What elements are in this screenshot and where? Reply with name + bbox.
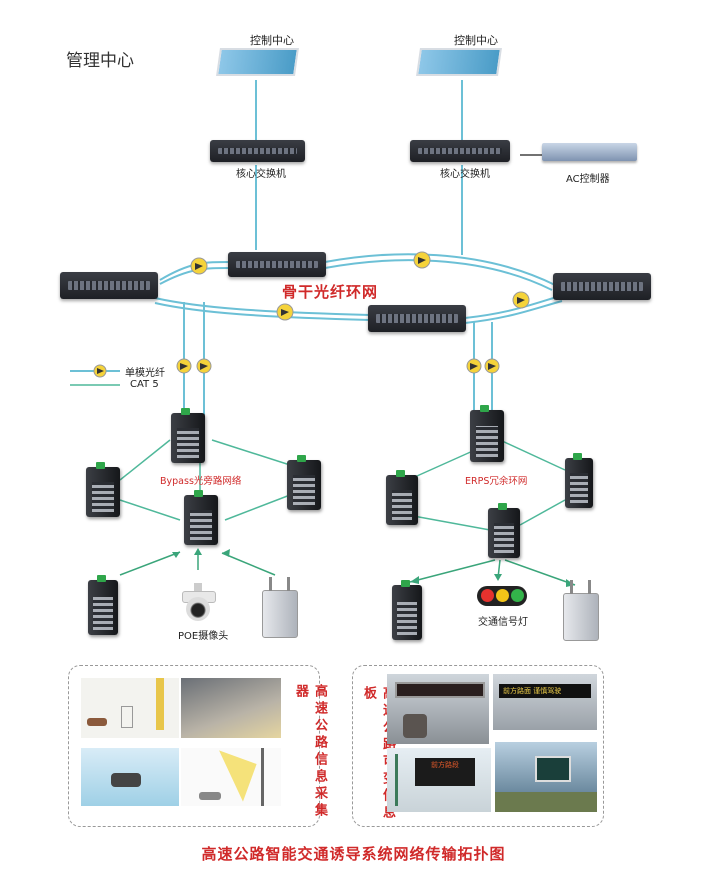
vms-photo-4: [495, 742, 597, 812]
ring-switch-bottom: [368, 305, 466, 332]
traffic-light-icon: [477, 586, 527, 606]
edge-switch: [392, 580, 422, 640]
control-center-label: 控制中心: [454, 34, 498, 47]
ring-switch-right: [553, 273, 651, 300]
core-switch-label: 核心交换机: [440, 169, 490, 180]
monitor-wall-icon: [216, 48, 299, 76]
legend-cat5-label: CAT 5: [130, 379, 159, 390]
industrial-switch: [86, 462, 120, 517]
wireless-ap-icon: [563, 580, 599, 641]
vms-sign-text: 前方路面 谨慎驾驶: [499, 684, 591, 698]
radar-sensor-image: [181, 748, 281, 806]
ac-controller-label: AC控制器: [566, 174, 610, 185]
traffic-light-label: 交通信号灯: [478, 617, 528, 628]
legend-fiber-label: 单模光纤: [125, 368, 165, 379]
bypass-network-label: Bypass光旁路网络: [160, 476, 242, 487]
core-switch-left: [210, 140, 305, 162]
industrial-switch: [171, 408, 205, 463]
control-center-right: 控制中心: [416, 30, 508, 80]
road-sensor-image: [181, 678, 281, 738]
ac-controller: [542, 143, 637, 161]
sensor-zone-image: [81, 748, 179, 806]
industrial-switch: [184, 490, 218, 545]
collection-panel-label: 高速公路信息采集器: [293, 684, 327, 820]
industrial-switch: [386, 470, 418, 525]
info-collection-panel: 高速公路信息采集器: [68, 665, 327, 827]
vms-panel: 高速公路可变信息板 前方路面 谨慎驾驶 前方路段: [352, 665, 604, 827]
industrial-switch: [470, 405, 504, 462]
industrial-switch: [565, 453, 593, 508]
edge-switch: [88, 575, 118, 635]
ring-switch-top: [228, 252, 326, 277]
control-center-label: 控制中心: [250, 34, 294, 47]
vms-photo-1: [387, 674, 489, 744]
poe-camera-label: POE摄像头: [178, 631, 229, 642]
industrial-switch: [488, 503, 520, 558]
vms-sign-text: 前方路段: [415, 758, 475, 786]
diagram-title: 高速公路智能交通诱导系统网络传输拓扑图: [201, 845, 506, 863]
page-title: 管理中心: [66, 51, 134, 71]
poe-camera-icon: [180, 583, 216, 623]
backbone-label: 骨干光纤环网: [282, 283, 379, 301]
core-switch-right: [410, 140, 510, 162]
monitor-wall-icon: [416, 48, 502, 76]
core-switch-label: 核心交换机: [236, 169, 286, 180]
vms-photo-2: 前方路面 谨慎驾驶: [493, 674, 597, 730]
industrial-switch: [287, 455, 321, 510]
wireless-ap-icon: [262, 577, 298, 638]
sensor-diagram-1: [81, 678, 179, 738]
erps-network-label: ERPS冗余环网: [465, 476, 528, 487]
ring-switch-left: [60, 272, 158, 299]
control-center-left: 控制中心: [216, 30, 299, 80]
vms-photo-3: 前方路段: [387, 748, 491, 812]
